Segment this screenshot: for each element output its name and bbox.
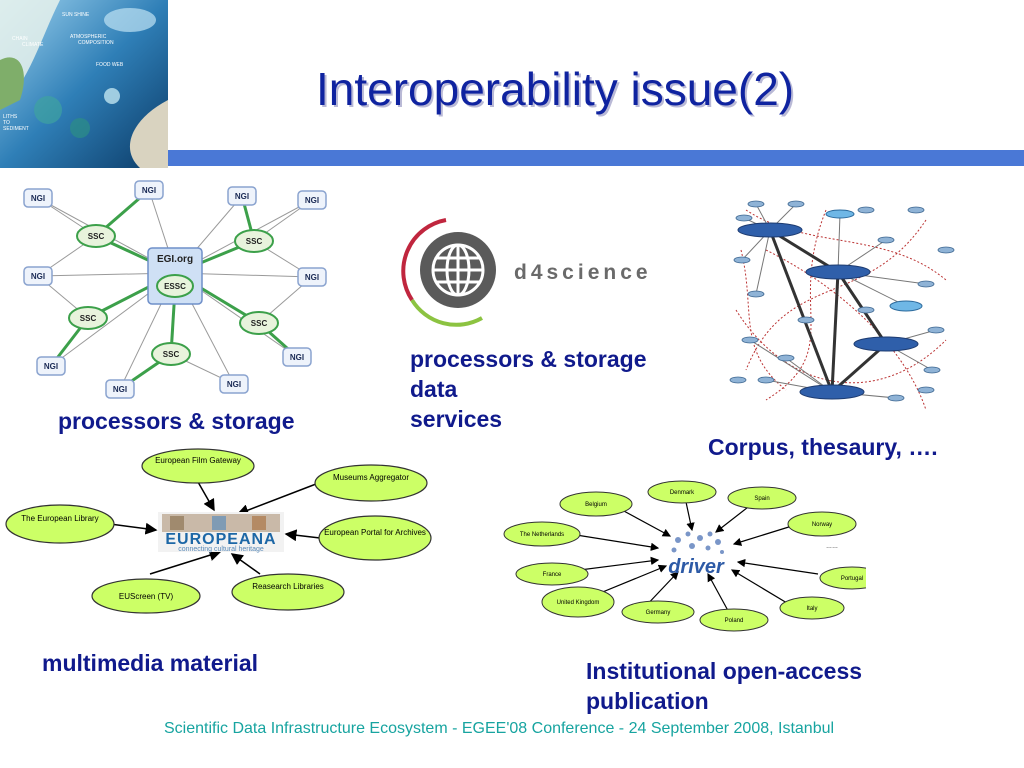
driver-wordmark: driver	[668, 556, 725, 578]
ngi-node: NGI	[44, 362, 58, 371]
egi-caption: processors & storage	[58, 408, 295, 434]
corner-label: SEDIMENT	[3, 126, 29, 132]
europeana-wordmark: EUROPEANA	[165, 531, 276, 548]
node-netherlands: The Netherlands	[520, 532, 564, 538]
node-euscreen: EUScreen (TV)	[119, 592, 174, 601]
globe-icon	[431, 243, 485, 297]
node-france: France	[543, 572, 562, 578]
ngi-node: NGI	[305, 273, 319, 282]
corpus-caption: Corpus, thesaury, ….	[708, 434, 938, 460]
ngi-node: NGI	[31, 272, 45, 281]
ssc-node: SSC	[246, 237, 263, 246]
d4science-caption-1: processors & storage	[410, 346, 647, 372]
ngi-node: NGI	[227, 380, 241, 389]
driver-caption-2: publication	[586, 688, 709, 714]
node-denmark: Denmark	[670, 490, 695, 496]
driver-diagram: driver Denmark Spain Belgium Norway The …	[503, 480, 866, 632]
slide-title: Interoperability issue(2)	[316, 63, 795, 115]
ssc-nodes: SSC SSC SSC SSC SSC	[68, 224, 279, 366]
node-belgium: Belgium	[585, 502, 607, 508]
d4science-logo: d4science	[401, 218, 652, 327]
europeana-diagram: EUROPEANA connecting cultural heritage E…	[5, 448, 432, 614]
corner-label: SUN SHINE	[62, 12, 90, 18]
slide-footer: Scientific Data Infrastructure Ecosystem…	[164, 720, 835, 737]
driver-logo: driver	[668, 531, 725, 578]
node-germany: Germany	[646, 610, 671, 616]
header-bar	[168, 150, 1024, 166]
corner-label: LITHS	[3, 114, 18, 120]
ngi-node: NGI	[142, 186, 156, 195]
node-museums-aggregator: Museums Aggregator	[333, 473, 409, 482]
d4science-caption-3: services	[410, 406, 503, 432]
corner-label: CLIMATE	[22, 42, 44, 48]
node-united-kingdom: United Kingdom	[557, 600, 600, 606]
ngi-node: NGI	[290, 353, 304, 362]
ssc-node: SSC	[88, 232, 105, 241]
hub-title: EGI.org	[157, 254, 193, 265]
ssc-node: SSC	[80, 314, 97, 323]
ngi-node: NGI	[305, 196, 319, 205]
ngi-node: NGI	[113, 385, 127, 394]
node-european-portal-archives: European Portal for Archives	[324, 528, 426, 537]
europeana-logo: EUROPEANA connecting cultural heritage	[158, 512, 284, 553]
ssc-node: SSC	[163, 350, 180, 359]
node-european-film-gateway: European Film Gateway	[155, 456, 241, 465]
corner-label: COMPOSITION	[78, 40, 114, 46]
d4science-wordmark: d4science	[514, 261, 652, 284]
corner-label: ATMOSPHERIC	[70, 34, 107, 40]
thesaurus-network	[729, 200, 955, 411]
europeana-tagline: connecting cultural heritage	[178, 546, 264, 553]
driver-ellipsis: ……	[826, 544, 838, 550]
egi-hub: EGI.org ESSC	[147, 247, 203, 305]
ngi-nodes	[23, 180, 327, 399]
hub-core-label: ESSC	[164, 282, 186, 291]
node-italy: Italy	[806, 606, 817, 612]
corner-label: FOOD WEB	[96, 62, 124, 68]
node-european-library: The European Library	[21, 514, 98, 523]
corner-label: CHAIN	[12, 36, 28, 42]
node-portugal: Portugal	[841, 576, 863, 582]
ssc-node: SSC	[251, 319, 268, 328]
ocean-ecosystem-image: SUN SHINE CHAIN ATMOSPHERIC COMPOSITION …	[0, 0, 168, 168]
driver-caption-1: Institutional open-access	[586, 658, 863, 684]
egi-grid-diagram: EGI.org ESSC SSC SSC SSC SSC SSC NGI NGI…	[23, 180, 327, 399]
ngi-node: NGI	[235, 192, 249, 201]
corner-label: TO	[3, 120, 10, 126]
ngi-node: NGI	[31, 194, 45, 203]
node-norway: Norway	[812, 522, 832, 528]
d4science-caption-2: data	[410, 376, 458, 402]
europeana-caption: multimedia material	[42, 650, 259, 676]
node-research-libraries: Reasearch Libraries	[252, 582, 324, 591]
node-poland: Poland	[725, 618, 744, 624]
node-spain: Spain	[754, 496, 769, 502]
